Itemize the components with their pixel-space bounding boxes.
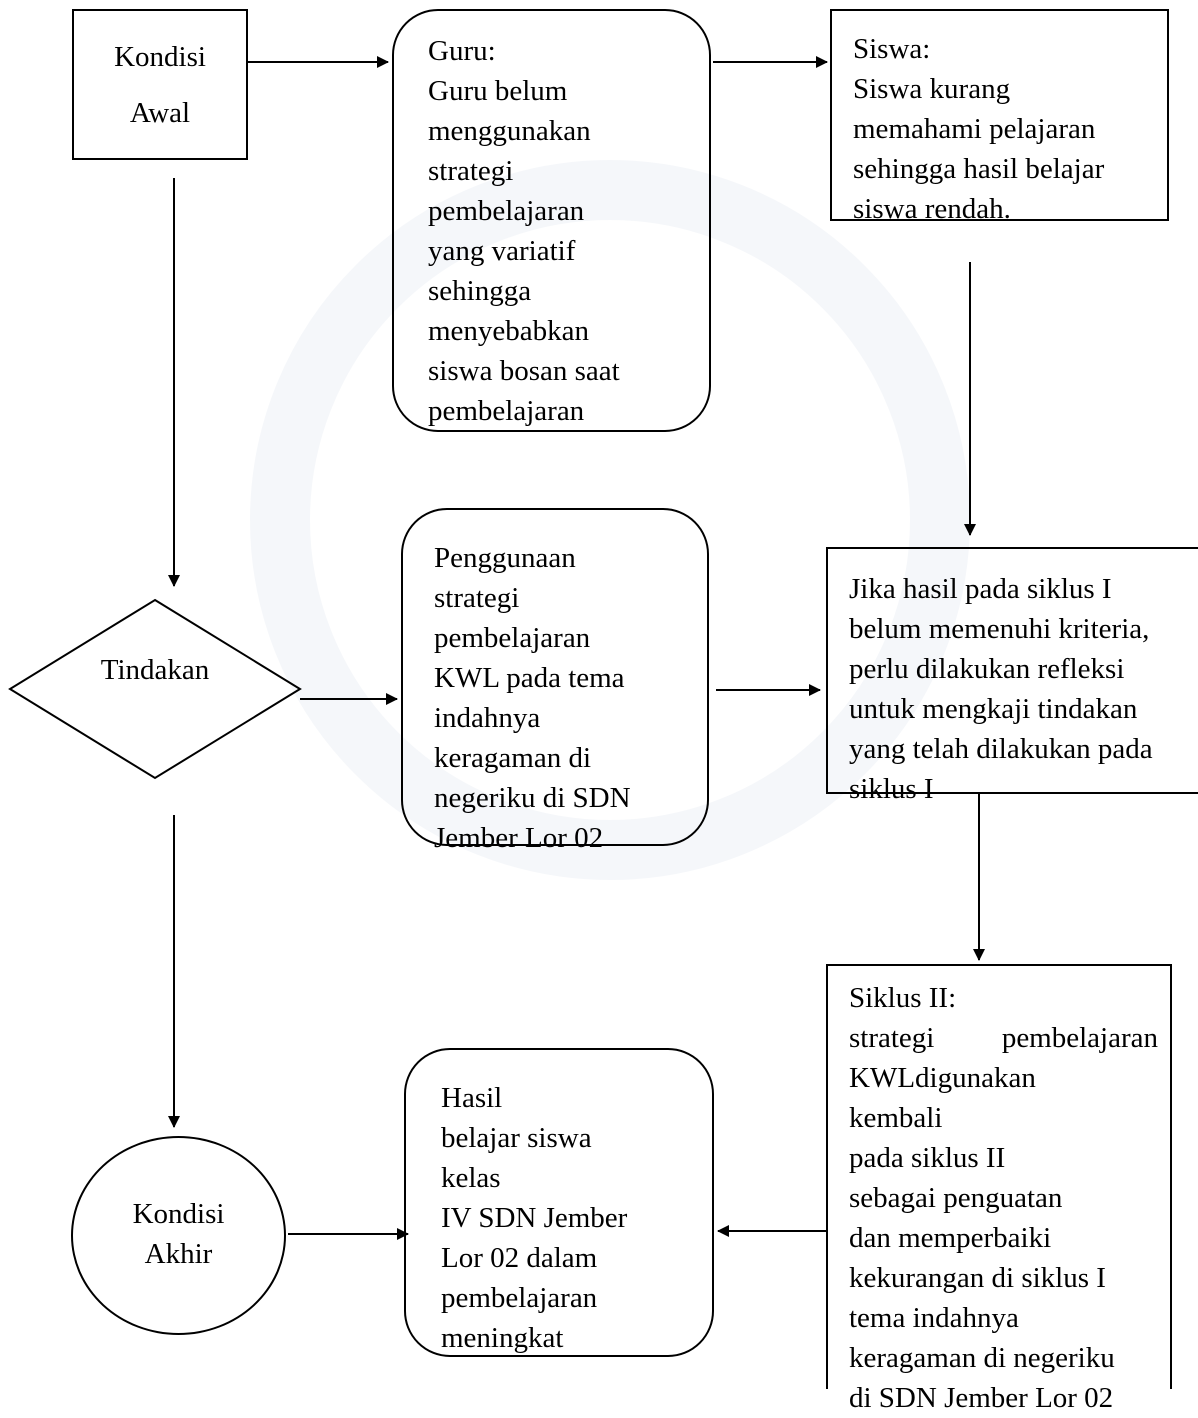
guru-line-1: Guru: <box>428 35 496 67</box>
kondisi-akhir-circle: Kondisi Akhir <box>71 1136 286 1335</box>
penggunaan-box: Penggunaan strategi pembelajaran KWL pad… <box>401 508 709 854</box>
hasil-line-5: Lor 02 dalam <box>441 1242 598 1274</box>
refleksi-line-4: untuk mengkaji tindakan <box>849 693 1138 725</box>
refleksi-line-5: yang telah dilakukan pada <box>849 733 1153 765</box>
guru-line-4: strategi <box>428 155 514 187</box>
kondisi-awal-line-1: Kondisi <box>114 41 206 73</box>
penggunaan-line-8: Jember Lor 02 <box>434 822 604 854</box>
guru-line-9: siswa bosan saat <box>428 355 620 387</box>
siklus2-justified-line: strategi pembelajaran <box>849 1018 1158 1058</box>
penggunaan-line-7: negeriku di SDN <box>434 782 631 814</box>
penggunaan-line-2: strategi <box>434 582 520 614</box>
guru-line-6: yang variatif <box>428 235 576 267</box>
refleksi-line-6: siklus I <box>849 773 934 805</box>
siklus2-title: Siklus II: <box>849 982 957 1014</box>
siklus2-line-6: kekurangan di siklus I <box>849 1262 1106 1294</box>
penggunaan-line-1: Penggunaan <box>434 542 576 574</box>
siklus2-line-5: dan memperbaiki <box>849 1222 1052 1254</box>
kondisi-akhir-line-1: Kondisi <box>132 1198 225 1230</box>
guru-line-5: pembelajaran <box>428 195 585 227</box>
refleksi-line-1: Jika hasil pada siklus I <box>849 573 1112 605</box>
guru-line-7: sehingga <box>428 275 532 307</box>
siklus2-line-8: keragaman di negeriku <box>849 1342 1115 1374</box>
hasil-line-1: Hasil <box>441 1082 503 1114</box>
flow-arrows <box>8 56 985 1240</box>
siklus2-justified-right: pembelajaran <box>1001 1022 1158 1054</box>
hasil-line-2: belajar siswa <box>441 1122 592 1154</box>
guru-line-10: pembelajaran <box>428 395 585 427</box>
hasil-box: Hasil belajar siswa kelas IV SDN Jember … <box>404 1048 714 1357</box>
refleksi-line-3: perlu dilakukan refleksi <box>849 653 1125 685</box>
siswa-line-3: memahami pelajaran <box>853 113 1096 145</box>
kondisi-awal-line-2: Awal <box>129 97 191 129</box>
hasil-line-3: kelas <box>441 1162 501 1194</box>
kondisi-awal-box: Kondisi Awal <box>72 9 248 160</box>
siklus2-line-4: sebagai penguatan <box>849 1182 1063 1214</box>
refleksi-line-2: belum memenuhi kriteria, <box>849 613 1150 645</box>
siklus2-box: Siklus II: strategi pembelajaran KWLdigu… <box>826 964 1172 1414</box>
siklus2-line-1: KWLdigunakan <box>849 1062 1036 1094</box>
siswa-box: Siswa: Siswa kurang memahami pelajaran s… <box>830 9 1169 225</box>
tindakan-diamond <box>8 598 302 780</box>
penggunaan-line-3: pembelajaran <box>434 622 591 654</box>
siswa-line-4: sehingga hasil belajar <box>853 153 1105 185</box>
hasil-line-6: pembelajaran <box>441 1282 598 1314</box>
siklus2-line-7: tema indahnya <box>849 1302 1019 1334</box>
kondisi-akhir-line-2: Akhir <box>144 1238 213 1270</box>
guru-box: Guru: Guru belum menggunakan strategi pe… <box>392 9 711 432</box>
siklus2-line-3: pada siklus II <box>849 1142 1006 1174</box>
tindakan-label: Tindakan <box>100 654 210 686</box>
penggunaan-line-4: KWL pada tema <box>434 662 625 694</box>
penggunaan-line-6: keragaman di <box>434 742 592 774</box>
siswa-line-1: Siswa: <box>853 33 931 65</box>
guru-line-8: menyebabkan <box>428 315 590 347</box>
guru-line-3: menggunakan <box>428 115 591 147</box>
siklus2-line-9: di SDN Jember Lor 02 <box>849 1382 1114 1414</box>
siklus2-justified-left: strategi <box>849 1022 935 1054</box>
siswa-line-5: siswa rendah. <box>853 193 1011 225</box>
hasil-line-4: IV SDN Jember <box>441 1202 628 1234</box>
refleksi-box: Jika hasil pada siklus I belum memenuhi … <box>826 547 1198 805</box>
hasil-line-7: meningkat <box>441 1322 564 1354</box>
siswa-line-2: Siswa kurang <box>853 73 1011 105</box>
siklus2-line-2: kembali <box>849 1102 943 1134</box>
penggunaan-line-5: indahnya <box>434 702 541 734</box>
guru-line-2: Guru belum <box>428 75 568 107</box>
